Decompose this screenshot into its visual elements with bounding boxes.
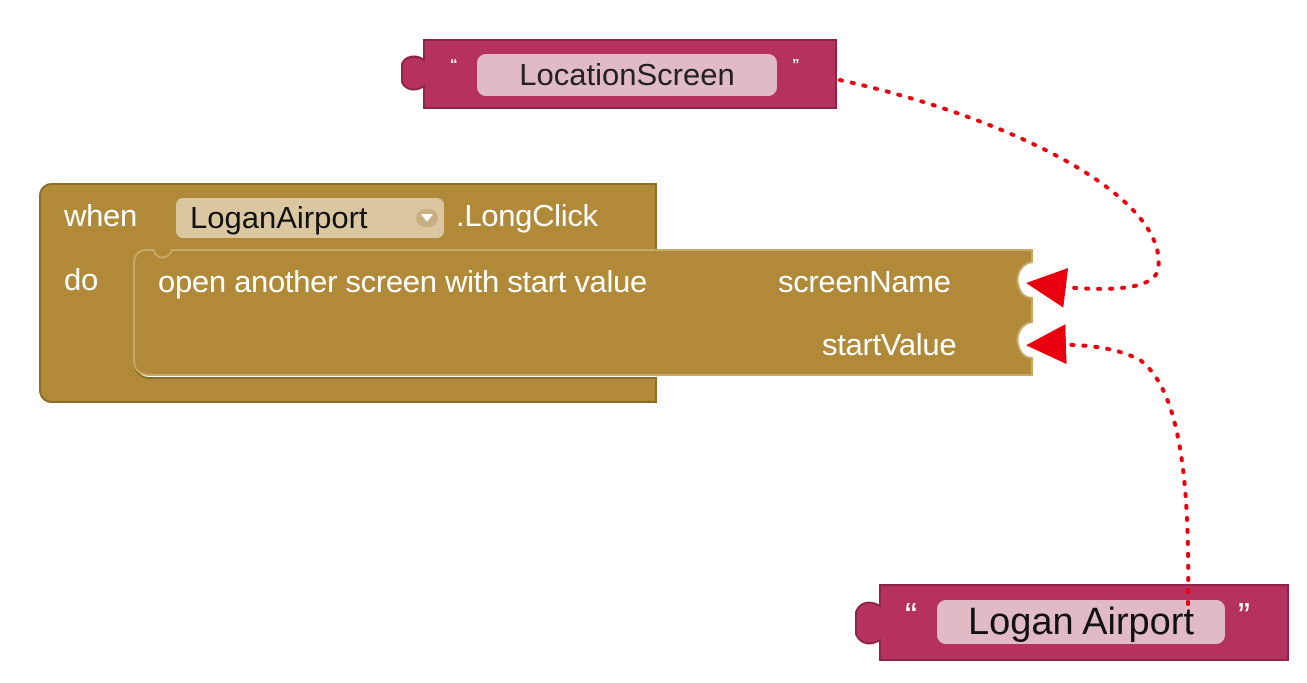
when-label: when — [64, 198, 137, 233]
screen-name-socket-label: screenName — [778, 264, 951, 299]
call-block-shape[interactable] — [133, 249, 1033, 376]
arrow-logan-airport-to-start-value — [1026, 324, 1191, 606]
arrow-location-screen-to-screen-name — [838, 78, 1161, 308]
location-screen-text-field[interactable]: LocationScreen — [477, 54, 777, 96]
location-screen-open-quote: “ — [450, 56, 458, 73]
start-value-socket-label: startValue — [822, 327, 957, 362]
location-screen-close-quote: ” — [792, 56, 800, 73]
event-name-label: .LongClick — [456, 198, 598, 233]
call-method-label: open another screen with start value — [158, 264, 647, 299]
logan-airport-text-field[interactable]: Logan Airport — [937, 600, 1225, 644]
component-dropdown-value: LoganAirport — [190, 200, 368, 235]
component-dropdown[interactable]: LoganAirport — [176, 198, 444, 238]
do-label: do — [64, 262, 98, 297]
dropdown-arrow-icon[interactable] — [416, 209, 438, 227]
logan-airport-close-quote: ” — [1238, 595, 1250, 636]
logan-airport-open-quote: “ — [905, 595, 917, 636]
